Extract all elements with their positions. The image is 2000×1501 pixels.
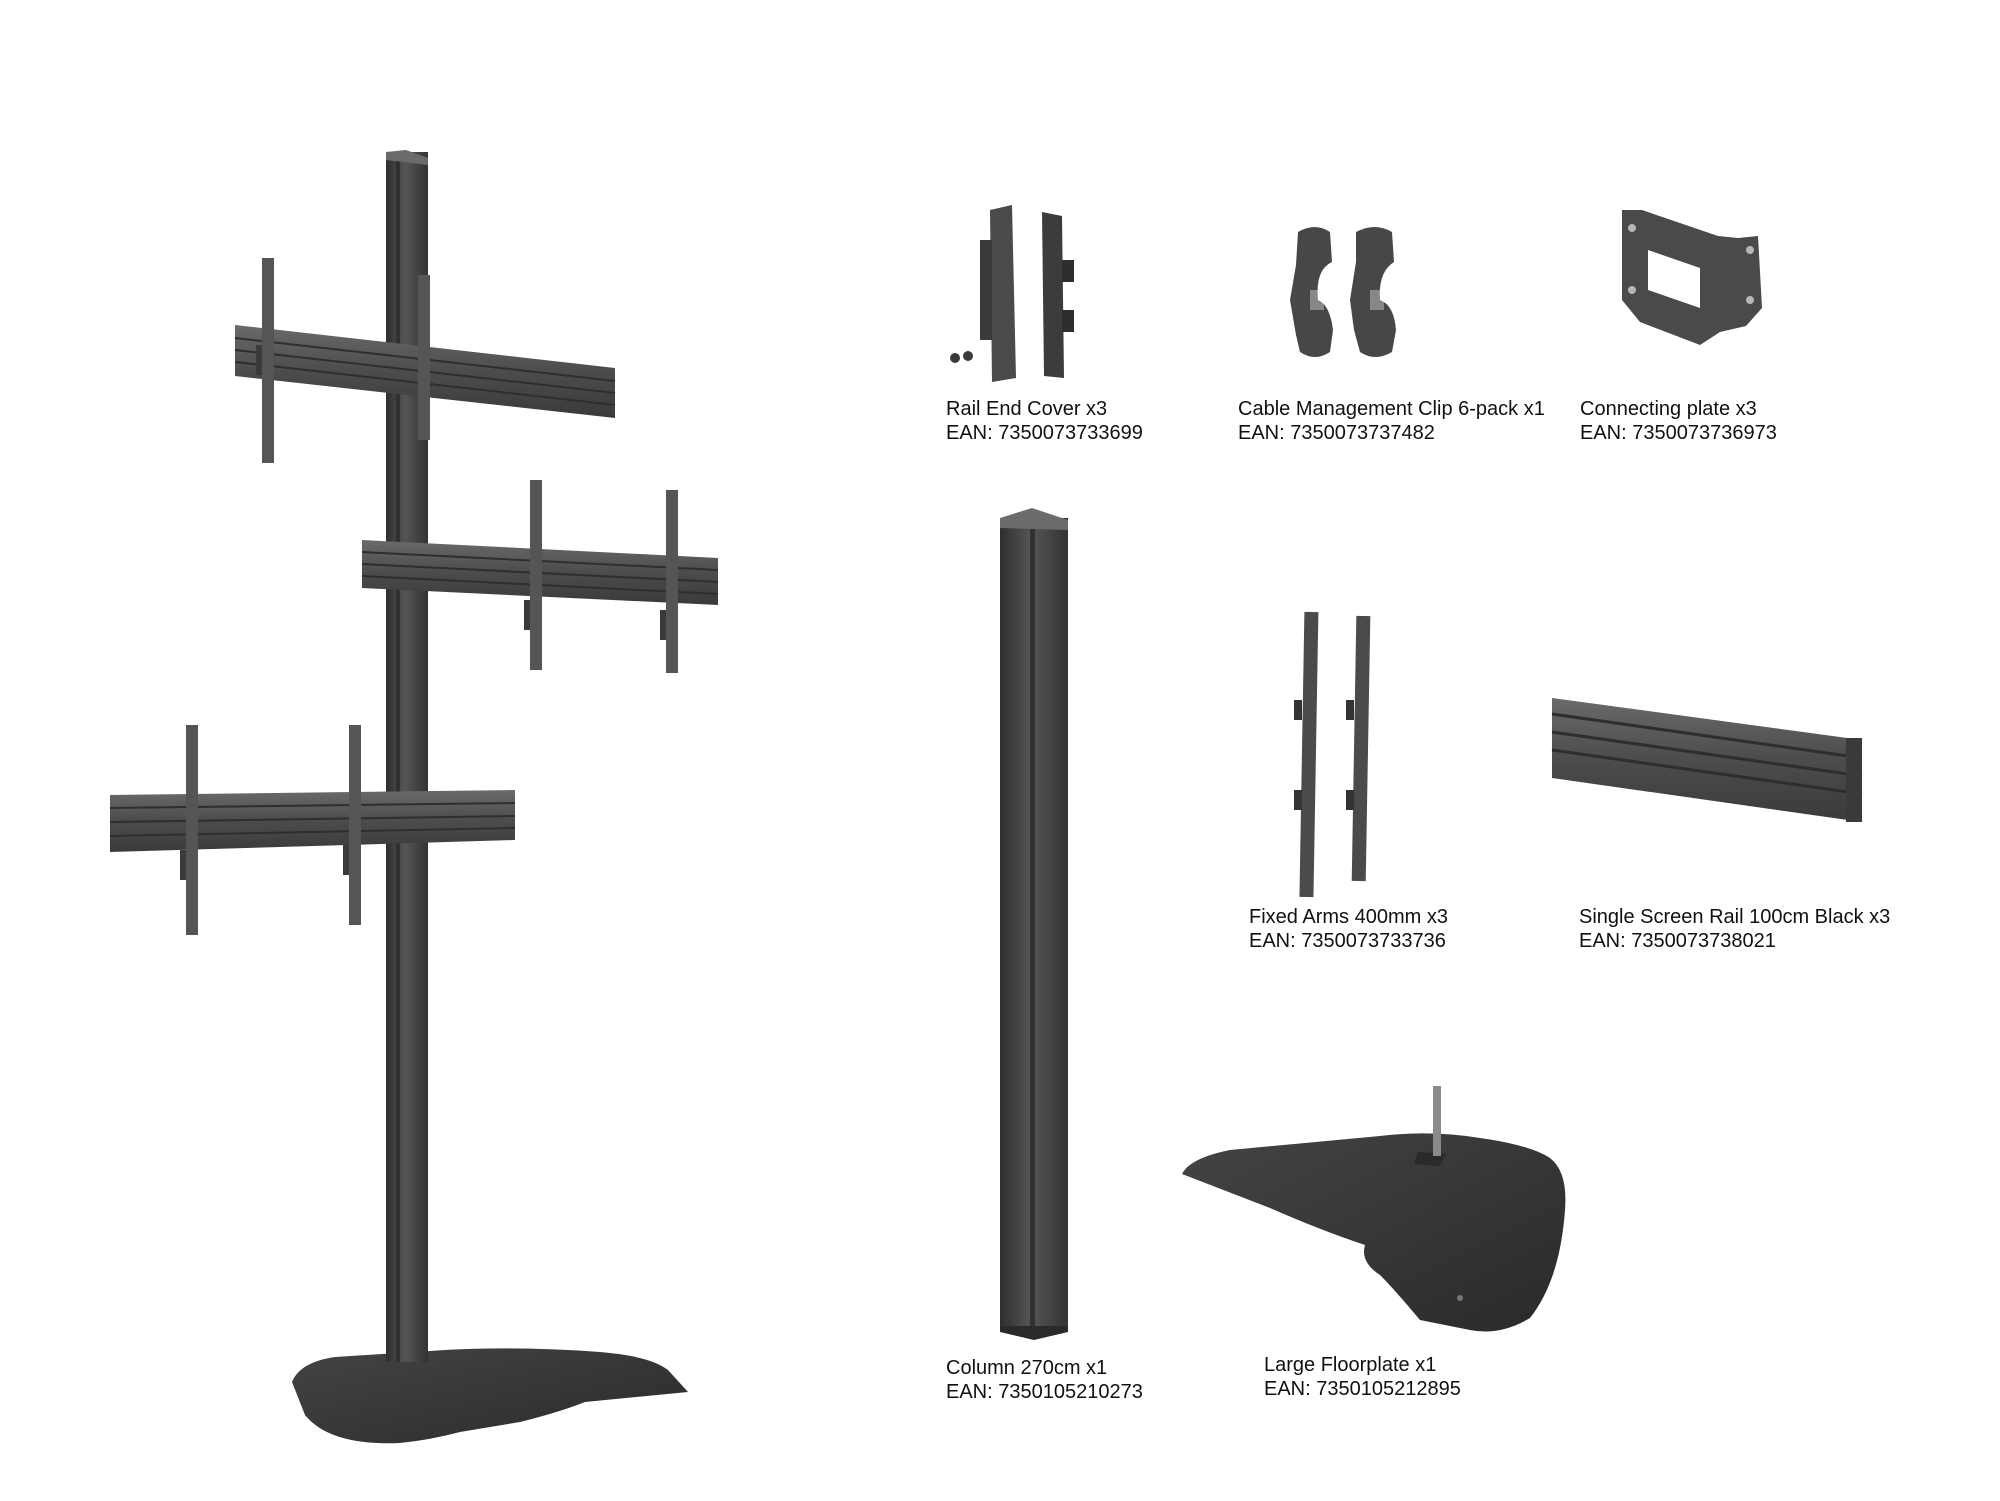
assembled-stand: [109, 150, 719, 1444]
part-name: Cable Management Clip 6-pack x1: [1238, 398, 1545, 420]
part-name: Single Screen Rail 100cm Black x3: [1579, 906, 1891, 928]
part-name: Connecting plate x3: [1580, 398, 1757, 420]
column-image: [1000, 508, 1068, 1340]
part-ean: EAN: 7350073733699: [946, 422, 1143, 444]
stand-rail-bottom: [109, 790, 516, 852]
part-name: Fixed Arms 400mm x3: [1249, 906, 1448, 928]
stand-arm: [343, 725, 361, 925]
part-name: Rail End Cover x3: [946, 398, 1108, 420]
part-ean: EAN: 7350073737482: [1238, 422, 1435, 444]
rail-end-cover-image: [950, 205, 1074, 382]
part-name: Large Floorplate x1: [1264, 1354, 1437, 1376]
part-label-single-screen-rail: Single Screen Rail 100cm Black x3 EAN: 7…: [1579, 905, 1890, 953]
part-ean: EAN: 7350073736973: [1580, 422, 1777, 444]
fixed-arms-image: [1294, 611, 1371, 898]
part-label-cable-management-clip: Cable Management Clip 6-pack x1 EAN: 735…: [1238, 397, 1545, 445]
part-ean: EAN: 7350073738021: [1579, 930, 1776, 952]
part-label-column: Column 270cm x1 EAN: 7350105210273: [946, 1356, 1143, 1404]
cable-management-clip-image: [1290, 227, 1396, 357]
part-label-large-floorplate: Large Floorplate x1 EAN: 7350105212895: [1264, 1353, 1461, 1401]
stand-arm: [660, 490, 678, 673]
part-label-connecting-plate: Connecting plate x3 EAN: 7350073736973: [1580, 397, 1777, 445]
single-screen-rail-image: [1551, 698, 1863, 822]
part-ean: EAN: 7350105210273: [946, 1381, 1143, 1403]
part-name: Column 270cm x1: [946, 1357, 1108, 1379]
part-ean: EAN: 7350105212895: [1264, 1378, 1461, 1400]
part-label-fixed-arms: Fixed Arms 400mm x3 EAN: 7350073733736: [1249, 905, 1448, 953]
stand-arm: [256, 258, 430, 463]
stand-arm: [180, 725, 198, 935]
stand-arm: [524, 480, 542, 670]
part-ean: EAN: 7350073733736: [1249, 930, 1446, 952]
large-floorplate-image: [1182, 1086, 1566, 1332]
stand-floorplate: [292, 1348, 688, 1444]
connecting-plate-image: [1622, 210, 1762, 345]
part-label-rail-end-cover: Rail End Cover x3 EAN: 7350073733699: [946, 397, 1143, 445]
